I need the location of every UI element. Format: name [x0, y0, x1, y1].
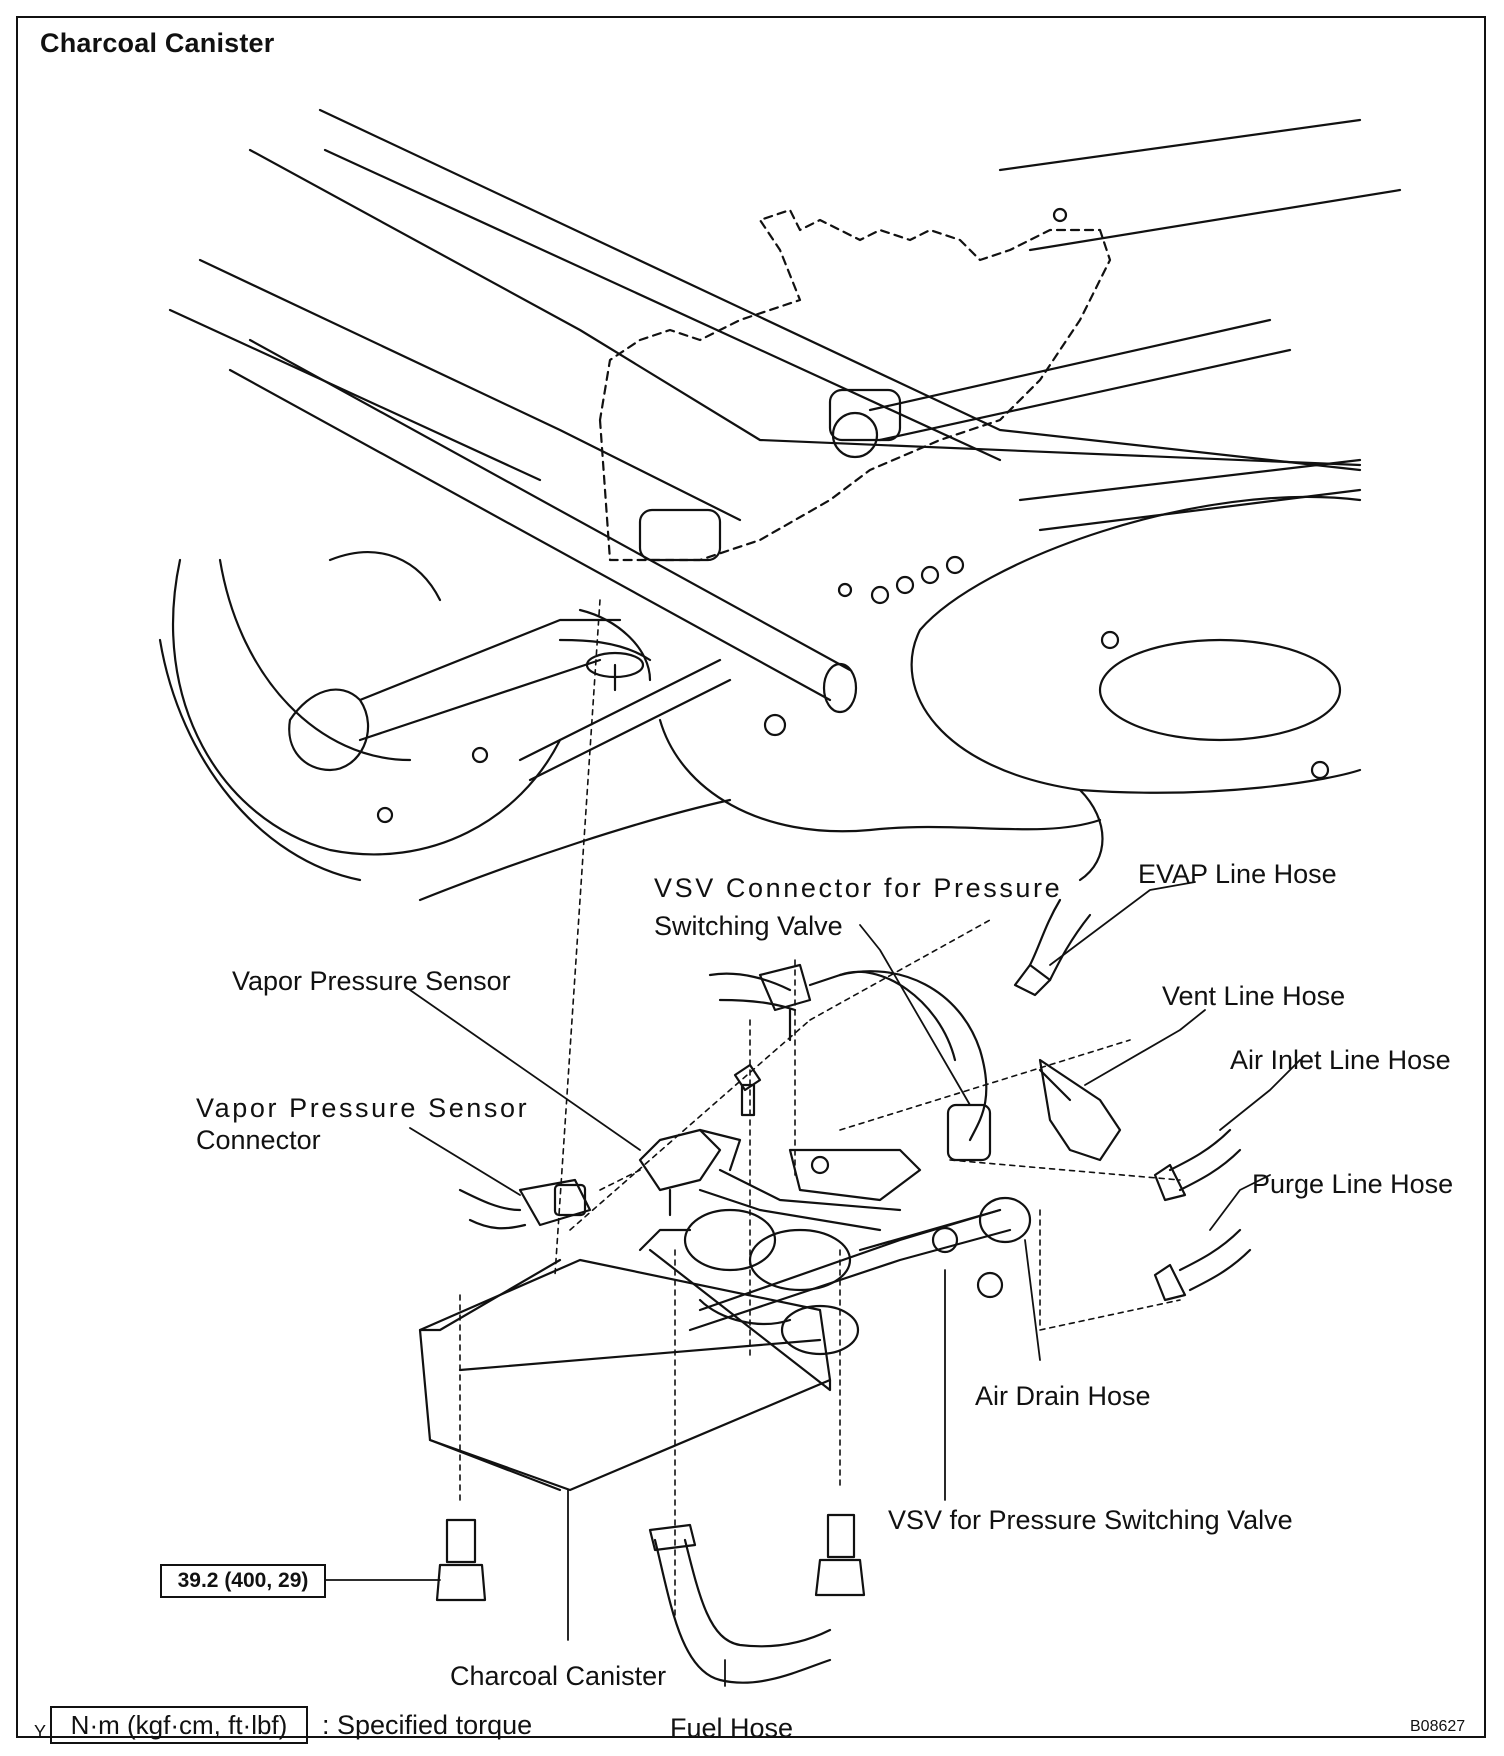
- vehicle-underbody: [158, 108, 1402, 902]
- hoses: [648, 898, 1252, 1684]
- torque-spec-box: 39.2 (400, 29): [160, 1564, 326, 1598]
- torque-unit-box: N·m (kgf·cm, ft·lbf): [50, 1706, 308, 1744]
- vsv-connector-harness: [708, 963, 992, 1162]
- vapor-sensor-connector: [458, 1178, 592, 1230]
- charcoal-canister: [418, 1148, 1032, 1492]
- label-vent-line-hose: Vent Line Hose: [1162, 981, 1346, 1011]
- label-air-drain-hose: Air Drain Hose: [975, 1381, 1151, 1411]
- label-vsv-pressure-switching-valve: VSV for Pressure Switching Valve: [888, 1505, 1293, 1535]
- corner-mark: Y: [34, 1722, 47, 1742]
- leader-lines: [325, 881, 1301, 1687]
- label-evap-line-hose: EVAP Line Hose: [1138, 859, 1337, 889]
- torque-legend-text: : Specified torque: [322, 1710, 533, 1740]
- label-vapor-sensor-connector-line1: Vapor Pressure Sensor: [196, 1093, 530, 1123]
- label-vsv-connector-line1: VSV Connector for Pressure: [654, 873, 1063, 903]
- figure-code: B08627: [1410, 1718, 1466, 1735]
- label-air-inlet-line-hose: Air Inlet Line Hose: [1230, 1045, 1451, 1075]
- vapor-pressure-sensor: [638, 1128, 742, 1217]
- bolts: [435, 1063, 866, 1602]
- label-charcoal-canister: Charcoal Canister: [450, 1661, 667, 1691]
- figure-title: Charcoal Canister: [40, 28, 275, 58]
- label-vsv-connector-line2: Switching Valve: [654, 911, 843, 941]
- figure-frame: [16, 16, 1486, 1738]
- alignment-lines: [459, 599, 1181, 1621]
- label-vapor-pressure-sensor: Vapor Pressure Sensor: [232, 966, 511, 996]
- label-vapor-sensor-connector-line2: Connector: [196, 1125, 321, 1155]
- label-fuel-hose: Fuel Hose: [670, 1713, 794, 1743]
- label-purge-line-hose: Purge Line Hose: [1252, 1169, 1454, 1199]
